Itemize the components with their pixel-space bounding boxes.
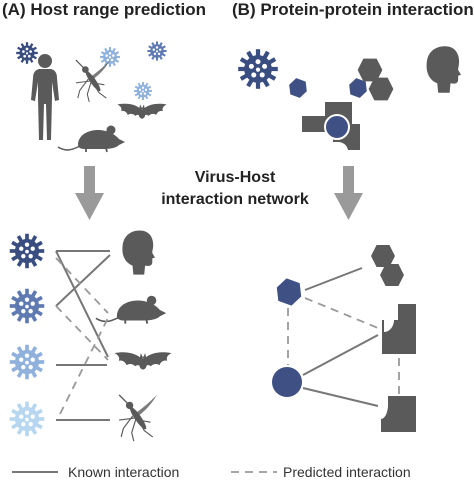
protein-hexagon-icon: [286, 76, 310, 100]
protein-circle-icon: [324, 114, 350, 140]
protein-square-icon: [382, 304, 416, 354]
virus-icon: [147, 41, 167, 61]
known-protein-lines: [302, 267, 379, 407]
virus-icon: [9, 288, 45, 324]
panel-b-title: (B) Protein-protein interaction: [232, 0, 474, 19]
human-head-icon: [426, 46, 461, 93]
left-down-arrow: [75, 166, 104, 220]
mosquito-icon: [118, 394, 158, 442]
virus-icon: [9, 233, 45, 269]
protein-hexagon-icon: [371, 244, 395, 268]
human-figure-icon: [31, 54, 59, 140]
legend-known-label: Known interaction: [68, 464, 180, 480]
legend-predicted-label: Predicted interaction: [283, 464, 411, 480]
human-head-icon: [122, 230, 155, 275]
center-title-line-2: interaction network: [161, 191, 309, 208]
virus-icon: [238, 49, 278, 89]
protein-cluster: [286, 58, 394, 150]
virus-icon: [100, 47, 120, 67]
mosquito-icon: [75, 59, 111, 103]
right-down-arrow: [334, 166, 363, 220]
protein-hexagon-pair: [371, 244, 404, 287]
predicted-interaction-lines: [55, 257, 109, 415]
protein-hexagon-icon: [380, 263, 404, 287]
virus-icon: [9, 344, 45, 380]
virus-icon: [9, 401, 45, 437]
bat-icon: [114, 352, 172, 370]
center-title-line-1: Virus-Host: [194, 169, 276, 186]
mouse-icon: [57, 124, 126, 153]
panel-a-title: (A) Host range prediction: [2, 0, 207, 19]
virus-icon: [16, 42, 38, 64]
virus-icon: [134, 82, 152, 100]
protein-circle-icon: [272, 367, 302, 397]
protein-square-icon: [381, 396, 416, 432]
known-interaction-lines: [55, 250, 111, 421]
bat-icon: [117, 103, 167, 119]
protein-hexagon-icon: [272, 276, 306, 308]
predicted-protein-lines: [287, 297, 400, 394]
